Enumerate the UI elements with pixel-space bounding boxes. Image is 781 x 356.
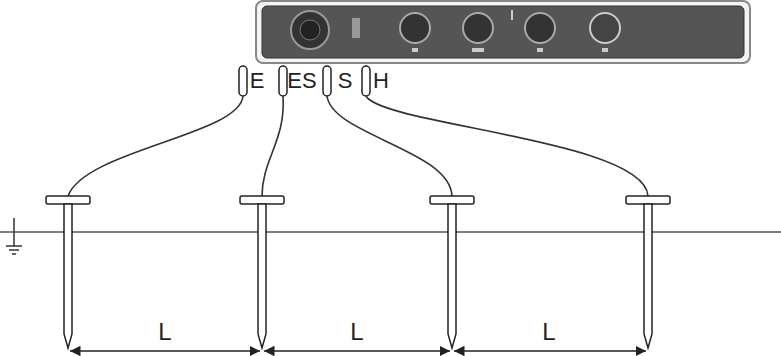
terminal-label: E [250, 70, 265, 92]
test-plugs [239, 66, 370, 96]
ground-symbol [6, 218, 22, 254]
dimension-label: L [350, 320, 363, 344]
terminal-label: ES [287, 70, 316, 92]
dimension-lines [70, 350, 646, 352]
terminal-label: H [373, 70, 389, 92]
terminal-label: S [338, 70, 353, 92]
ground-line [0, 231, 781, 233]
dimension-label: L [158, 320, 171, 344]
dimension-label: L [542, 320, 555, 344]
test-leads [68, 96, 648, 196]
tester-device [256, 1, 750, 63]
earth-stakes [46, 196, 670, 348]
